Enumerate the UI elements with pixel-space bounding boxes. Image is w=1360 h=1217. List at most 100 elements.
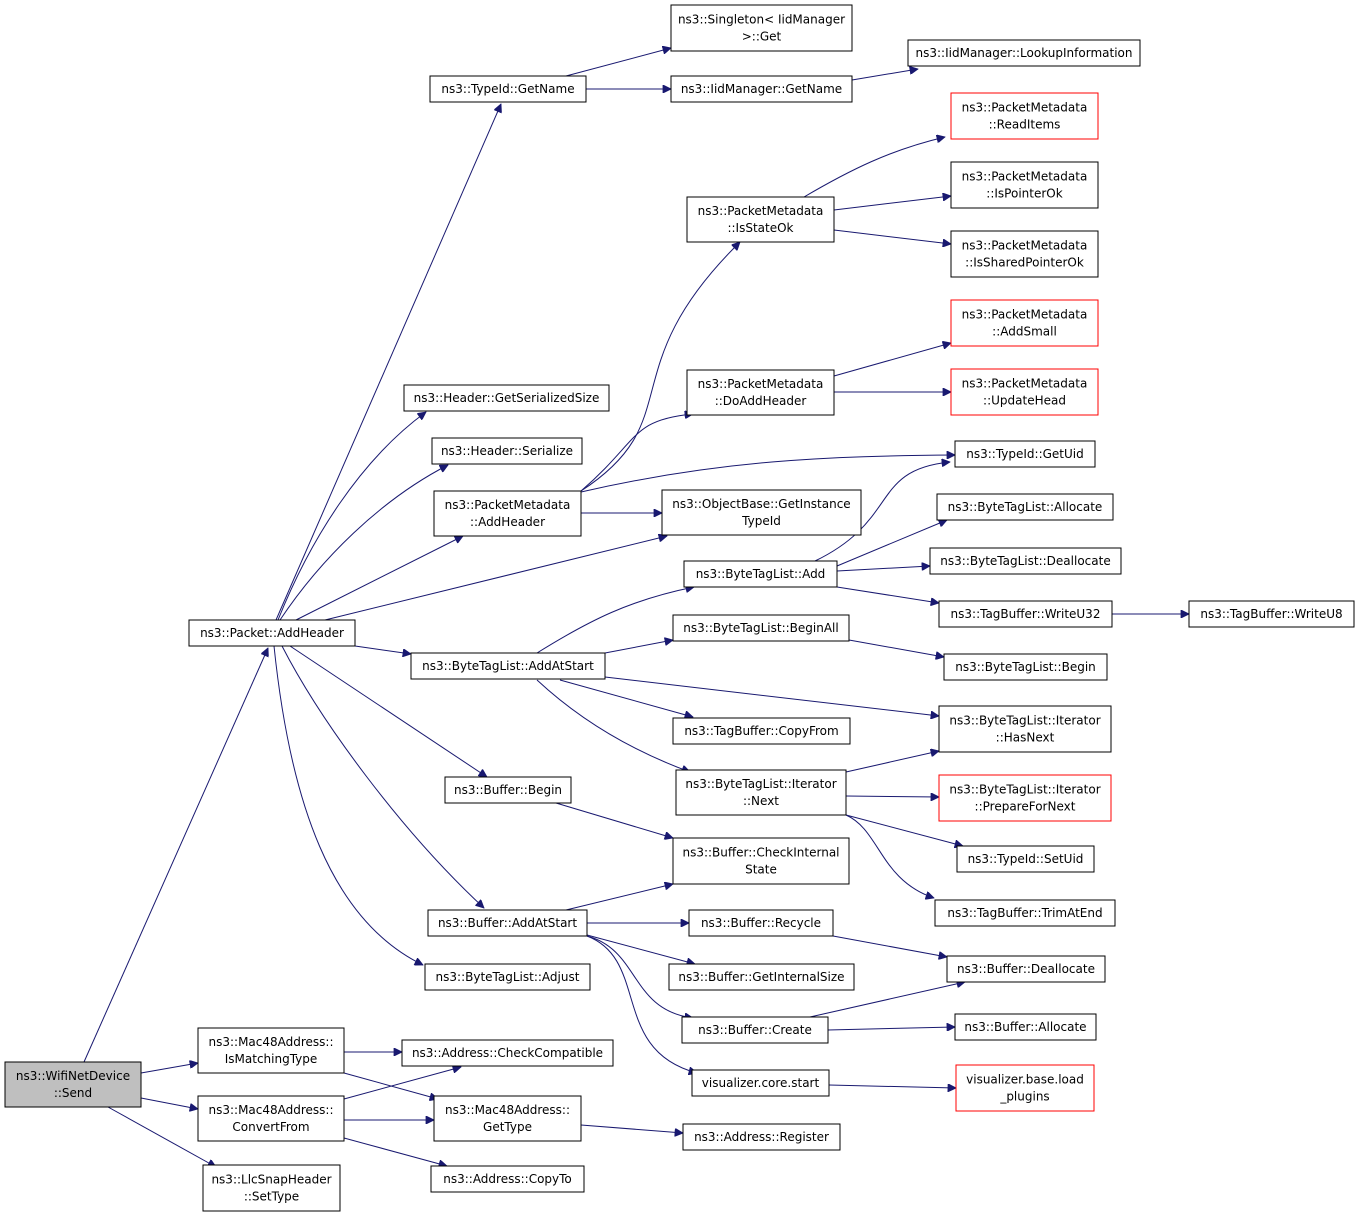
- node-buf-addatstart[interactable]: ns3::Buffer::AddAtStart: [427, 909, 588, 937]
- node-label: ns3::PacketMetadata: [698, 204, 824, 218]
- edge-buf-create-to-buf-allocate: [827, 1027, 955, 1030]
- node-btl-begin[interactable]: ns3::ByteTagList::Begin: [943, 653, 1108, 681]
- node-typeid-getname[interactable]: ns3::TypeId::GetName: [429, 75, 587, 103]
- edge-btli-next-to-btli-hasnext: [845, 751, 939, 773]
- node-pm-doaddheader[interactable]: ns3::PacketMetadata::DoAddHeader: [686, 369, 835, 416]
- node-btli-next[interactable]: ns3::ByteTagList::Iterator::Next: [675, 769, 847, 816]
- node-btl-deallocate[interactable]: ns3::ByteTagList::Deallocate: [929, 547, 1122, 575]
- node-box: [946, 955, 1106, 983]
- node-buf-begin[interactable]: ns3::Buffer::Begin: [444, 776, 572, 804]
- node-tb-writeu8[interactable]: ns3::TagBuffer::WriteU8: [1188, 600, 1355, 628]
- node-singleton-get[interactable]: ns3::Singleton< IidManager>::Get: [670, 4, 853, 52]
- node-label: ns3::ByteTagList::Add: [696, 567, 826, 581]
- node-label: ns3::Buffer::AddAtStart: [438, 916, 577, 930]
- node-label: ns3::Buffer::Recycle: [701, 916, 821, 930]
- node-box: [430, 1165, 585, 1193]
- node-label: ns3::TypeId::GetUid: [966, 447, 1084, 461]
- node-label: ns3::TagBuffer::CopyFrom: [684, 724, 838, 738]
- node-tb-trimatend[interactable]: ns3::TagBuffer::TrimAtEnd: [934, 899, 1116, 927]
- node-box: [668, 963, 855, 991]
- node-buf-create[interactable]: ns3::Buffer::Create: [681, 1016, 829, 1044]
- node-label: visualizer.core.start: [702, 1076, 820, 1090]
- edge-btl-add-to-tb-writeu32: [836, 586, 939, 603]
- node-btl-add[interactable]: ns3::ByteTagList::Add: [683, 560, 838, 588]
- node-label: ::AddHeader: [470, 515, 545, 529]
- node-label: _plugins: [999, 1090, 1049, 1104]
- edge-pkt-addheader-to-btl-adjust: [273, 645, 423, 965]
- edge-pkt-addheader-to-header-serialize: [279, 464, 448, 621]
- node-vis-base-load[interactable]: visualizer.base.load_plugins: [955, 1064, 1095, 1112]
- node-box: [1188, 600, 1355, 628]
- node-typeid-setuid[interactable]: ns3::TypeId::SetUid: [956, 845, 1095, 873]
- node-tb-copyfrom[interactable]: ns3::TagBuffer::CopyFrom: [672, 717, 851, 745]
- node-box: [661, 489, 862, 536]
- node-label: ::Send: [54, 1086, 92, 1100]
- node-addr-checkcompat[interactable]: ns3::Address::CheckCompatible: [401, 1039, 614, 1067]
- node-label: ::IsPointerOk: [986, 187, 1062, 201]
- node-label: ns3::WifiNetDevice: [16, 1069, 130, 1083]
- node-typeid-getuid[interactable]: ns3::TypeId::GetUid: [954, 440, 1096, 468]
- node-addr-register[interactable]: ns3::Address::Register: [682, 1123, 841, 1151]
- node-label: ns3::Buffer::Deallocate: [957, 962, 1095, 976]
- node-box: [188, 619, 356, 647]
- node-pm-addsmall[interactable]: ns3::PacketMetadata::AddSmall: [950, 299, 1099, 347]
- edge-btl-add-to-btl-allocate: [836, 520, 947, 567]
- node-btl-allocate[interactable]: ns3::ByteTagList::Allocate: [936, 493, 1114, 521]
- node-pkt-addheader[interactable]: ns3::Packet::AddHeader: [188, 619, 356, 647]
- node-btli-prepare[interactable]: ns3::ByteTagList::Iterator::PrepareForNe…: [938, 774, 1112, 822]
- node-label: ns3::Mac48Address::: [208, 1035, 333, 1049]
- node-label: ns3::ByteTagList::BeginAll: [683, 621, 838, 635]
- edge-pkt-addheader-to-pm-addheader: [295, 535, 463, 621]
- edge-pkt-addheader-to-header-getsersize: [277, 412, 426, 621]
- node-mac-gettype[interactable]: ns3::Mac48Address::GetType: [433, 1095, 582, 1142]
- node-box: [950, 92, 1099, 140]
- node-label: ns3::LlcSnapHeader: [211, 1173, 331, 1187]
- node-btl-beginall[interactable]: ns3::ByteTagList::BeginAll: [672, 614, 850, 642]
- node-box: [686, 196, 835, 243]
- node-pm-isstateok[interactable]: ns3::PacketMetadata::IsStateOk: [686, 196, 835, 243]
- node-mac-ismatching[interactable]: ns3::Mac48Address::IsMatchingType: [197, 1027, 345, 1074]
- node-pm-ispointerok[interactable]: ns3::PacketMetadata::IsPointerOk: [950, 161, 1099, 209]
- node-box: [202, 1164, 341, 1212]
- edge-pm-isstateok-to-pm-issharedpointerok: [833, 229, 951, 244]
- node-label: ns3::PacketMetadata: [962, 239, 1088, 253]
- edge-send-to-llc-settype: [107, 1106, 216, 1168]
- node-header-getsersize[interactable]: ns3::Header::GetSerializedSize: [403, 384, 610, 412]
- node-label: ns3::ByteTagList::Begin: [955, 660, 1096, 674]
- node-buf-deallocate[interactable]: ns3::Buffer::Deallocate: [946, 955, 1106, 983]
- node-box: [950, 230, 1099, 278]
- node-buf-getinternalsize[interactable]: ns3::Buffer::GetInternalSize: [668, 963, 855, 991]
- edge-pkt-addheader-to-buf-addatstart: [281, 645, 484, 908]
- node-box: [686, 369, 835, 416]
- node-tb-writeu32[interactable]: ns3::TagBuffer::WriteU32: [938, 600, 1113, 628]
- node-pm-updatehead[interactable]: ns3::PacketMetadata::UpdateHead: [950, 368, 1099, 416]
- node-send[interactable]: ns3::WifiNetDevice::Send: [4, 1061, 142, 1108]
- node-btli-hasnext[interactable]: ns3::ByteTagList::Iterator::HasNext: [938, 705, 1112, 753]
- node-label: ::IsSharedPointerOk: [965, 256, 1084, 270]
- node-buf-recycle[interactable]: ns3::Buffer::Recycle: [688, 909, 834, 937]
- node-addr-copyto[interactable]: ns3::Address::CopyTo: [430, 1165, 585, 1193]
- node-buf-allocate[interactable]: ns3::Buffer::Allocate: [954, 1013, 1097, 1041]
- node-box: [427, 909, 588, 937]
- node-box: [936, 493, 1114, 521]
- node-llc-settype[interactable]: ns3::LlcSnapHeader::SetType: [202, 1164, 341, 1212]
- node-header-serialize[interactable]: ns3::Header::Serialize: [431, 437, 583, 465]
- node-label: ::PrepareForNext: [975, 800, 1076, 814]
- node-label: IsMatchingType: [225, 1052, 318, 1066]
- node-iid-lookupinfo[interactable]: ns3::IidManager::LookupInformation: [907, 39, 1141, 67]
- node-mac-convertfrom[interactable]: ns3::Mac48Address::ConvertFrom: [197, 1095, 345, 1142]
- node-box: [197, 1095, 345, 1142]
- node-box: [403, 384, 610, 412]
- node-pm-issharedpointerok[interactable]: ns3::PacketMetadata::IsSharedPointerOk: [950, 230, 1099, 278]
- node-label: ns3::PacketMetadata: [962, 377, 1088, 391]
- node-btl-adjust[interactable]: ns3::ByteTagList::Adjust: [424, 963, 591, 991]
- node-btl-addatstart[interactable]: ns3::ByteTagList::AddAtStart: [410, 652, 606, 680]
- node-pm-readitems[interactable]: ns3::PacketMetadata::ReadItems: [950, 92, 1099, 140]
- node-vis-core-start[interactable]: visualizer.core.start: [691, 1069, 830, 1097]
- node-iid-getname[interactable]: ns3::IidManager::GetName: [670, 75, 853, 103]
- node-box: [672, 837, 850, 885]
- node-pm-addheader[interactable]: ns3::PacketMetadata::AddHeader: [433, 490, 582, 537]
